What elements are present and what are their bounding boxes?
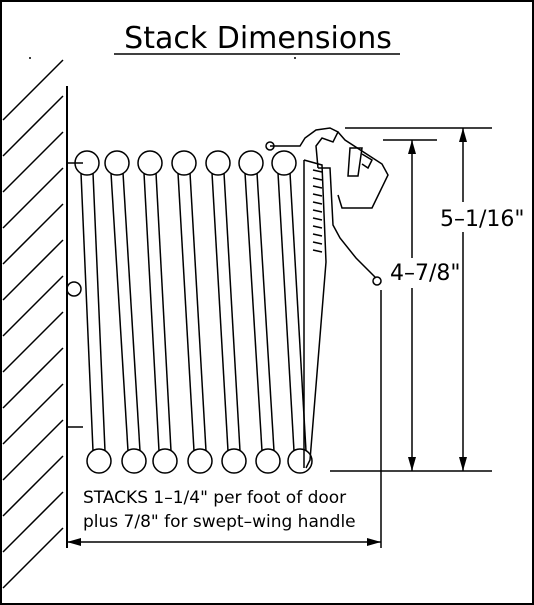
stack-note-line-1: STACKS 1–1/4" per foot of door xyxy=(83,488,346,508)
stack-note-line-2: plus 7/8" for swept–wing handle xyxy=(83,512,356,532)
handle-profile-icon xyxy=(265,127,389,469)
drawing-title: Stack Dimensions xyxy=(124,21,392,56)
wall-hatch-icon xyxy=(2,59,68,589)
overall-height-label: 5–1/16" xyxy=(440,207,525,232)
panel-height-label: 4–7/8" xyxy=(390,261,461,286)
door-panel-stack-icon xyxy=(66,150,313,474)
dimension-arrow-icon xyxy=(67,127,492,548)
